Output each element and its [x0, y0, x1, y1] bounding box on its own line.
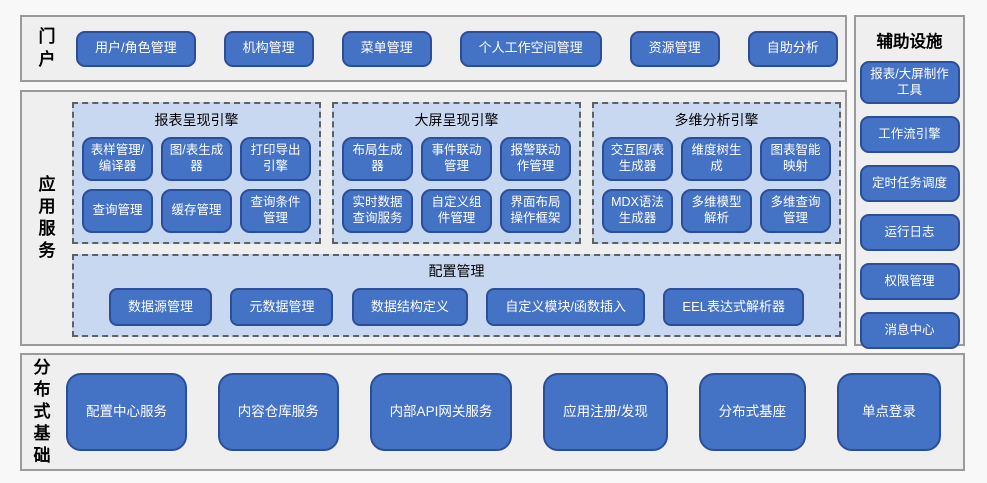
app-services-content: 报表呈现引擎 表样管理/编译器 图/表生成器 打印导出引擎 查询管理 缓存管理 …: [72, 92, 845, 344]
engine-group-title: 报表呈现引擎: [154, 112, 239, 128]
module-node-custom-component-mgmt: 自定义组件管理: [421, 189, 492, 233]
module-node-alarm-linkage-action-mgmt: 报警联动作管理: [500, 137, 571, 181]
aux-node-scheduled-task-dispatch: 定时任务调度: [859, 165, 960, 203]
module-node-multidim-query-mgmt: 多维查询管理: [760, 189, 831, 233]
portal-section-label: 门户: [38, 27, 56, 69]
module-node-custom-module-function-insert: 自定义模块/函数插入: [486, 288, 645, 326]
dist-node-config-center-service: 配置中心服务: [66, 373, 187, 451]
auxiliary-section: 辅助设施 报表/大屏制作工具 工作流引擎 定时任务调度 运行日志 权限管理 消息…: [854, 15, 965, 350]
module-node-sheet-mgmt-compiler: 表样管理/编译器: [82, 137, 153, 181]
aux-node-permission-mgmt: 权限管理: [859, 263, 960, 301]
module-node-ui-layout-framework: 界面布局操作框架: [500, 189, 571, 233]
auxiliary-section-label: 辅助设施: [876, 33, 943, 51]
engine-group-olap-analysis: 多维分析引擎 交互图/表生成器 维度树生成 图表智能映射 MDX语法生成器 多维…: [592, 102, 841, 244]
module-node-metadata-mgmt: 元数据管理: [230, 288, 334, 326]
config-mgmt-group: 配置管理 数据源管理 元数据管理 数据结构定义 自定义模块/函数插入 EEL表达…: [72, 254, 841, 337]
module-node-eel-expression-parser: EEL表达式解析器: [663, 288, 804, 326]
portal-node-org-mgmt: 机构管理: [223, 30, 314, 67]
config-node-row: 数据源管理 元数据管理 数据结构定义 自定义模块/函数插入 EEL表达式解析器: [74, 288, 839, 326]
app-services-section-label: 应用服务: [38, 174, 56, 261]
portal-section: 门户 用户/角色管理 机构管理 菜单管理 个人工作空间管理 资源管理 自助分析: [20, 15, 847, 82]
dist-node-distributed-base-platform: 分布式基座: [698, 373, 807, 451]
module-node-query-condition-mgmt: 查询条件管理: [240, 189, 311, 233]
dist-node-app-registration-discovery: 应用注册/发现: [543, 373, 668, 451]
module-node-layout-generator: 布局生成器: [342, 137, 413, 181]
module-node-interactive-chart-generator: 交互图/表生成器: [602, 137, 673, 181]
distributed-base-section-label: 分布式基础: [33, 357, 51, 466]
engine-group-dashboard-rendering: 大屏呈现引擎 布局生成器 事件联动管理 报警联动作管理 实时数据查询服务 自定义…: [332, 102, 581, 244]
distributed-base-section: 分布式基础 配置中心服务 内容仓库服务 内部API网关服务 应用注册/发现 分布…: [20, 353, 965, 471]
portal-node-row: 用户/角色管理 机构管理 菜单管理 个人工作空间管理 资源管理 自助分析: [72, 17, 845, 80]
engine-group-title: 多维分析引擎: [674, 112, 759, 128]
portal-node-personal-workspace-mgmt: 个人工作空间管理: [459, 30, 602, 67]
module-node-realtime-data-query-service: 实时数据查询服务: [342, 189, 413, 233]
module-node-datasource-mgmt: 数据源管理: [109, 288, 213, 326]
module-grid: 交互图/表生成器 维度树生成 图表智能映射 MDX语法生成器 多维模型解析 多维…: [602, 137, 831, 233]
module-grid: 表样管理/编译器 图/表生成器 打印导出引擎 查询管理 缓存管理 查询条件管理: [82, 137, 311, 233]
module-node-mdx-syntax-generator: MDX语法生成器: [602, 189, 673, 233]
engine-group-report-rendering: 报表呈现引擎 表样管理/编译器 图/表生成器 打印导出引擎 查询管理 缓存管理 …: [72, 102, 321, 244]
module-node-print-export-engine: 打印导出引擎: [240, 137, 311, 181]
module-node-dimension-tree-generation: 维度树生成: [681, 137, 752, 181]
engine-group-title: 大屏呈现引擎: [414, 112, 499, 128]
module-node-query-mgmt: 查询管理: [82, 189, 153, 233]
portal-node-user-role-mgmt: 用户/角色管理: [76, 30, 196, 67]
portal-node-self-service-analysis: 自助分析: [747, 30, 838, 67]
dist-node-internal-api-gateway-service: 内部API网关服务: [369, 373, 513, 451]
aux-node-workflow-engine: 工作流引擎: [859, 116, 960, 154]
dist-node-content-repo-service: 内容仓库服务: [217, 373, 339, 451]
portal-node-menu-mgmt: 菜单管理: [341, 30, 432, 67]
portal-node-resource-mgmt: 资源管理: [629, 30, 720, 67]
module-node-chart-table-generator: 图/表生成器: [161, 137, 232, 181]
engines-row: 报表呈现引擎 表样管理/编译器 图/表生成器 打印导出引擎 查询管理 缓存管理 …: [72, 102, 841, 244]
aux-node-run-logs: 运行日志: [859, 214, 960, 252]
dist-node-single-sign-on: 单点登录: [836, 373, 941, 451]
auxiliary-node-column: 报表/大屏制作工具 工作流引擎 定时任务调度 运行日志 权限管理 消息中心: [856, 61, 963, 350]
config-mgmt-title: 配置管理: [428, 263, 485, 279]
app-services-section: 应用服务 报表呈现引擎 表样管理/编译器 图/表生成器 打印导出引擎 查询管理 …: [20, 90, 847, 346]
module-node-chart-smart-mapping: 图表智能映射: [760, 137, 831, 181]
module-node-cache-mgmt: 缓存管理: [161, 189, 232, 233]
module-node-multidim-model-parsing: 多维模型解析: [681, 189, 752, 233]
aux-node-report-dashboard-design-tool: 报表/大屏制作工具: [859, 61, 960, 105]
module-node-data-structure-definition: 数据结构定义: [351, 288, 468, 326]
module-node-event-linkage-mgmt: 事件联动管理: [421, 137, 492, 181]
module-grid: 布局生成器 事件联动管理 报警联动作管理 实时数据查询服务 自定义组件管理 界面…: [342, 137, 571, 233]
distributed-node-row: 配置中心服务 内容仓库服务 内部API网关服务 应用注册/发现 分布式基座 单点…: [62, 355, 963, 469]
aux-node-message-center: 消息中心: [859, 312, 960, 350]
